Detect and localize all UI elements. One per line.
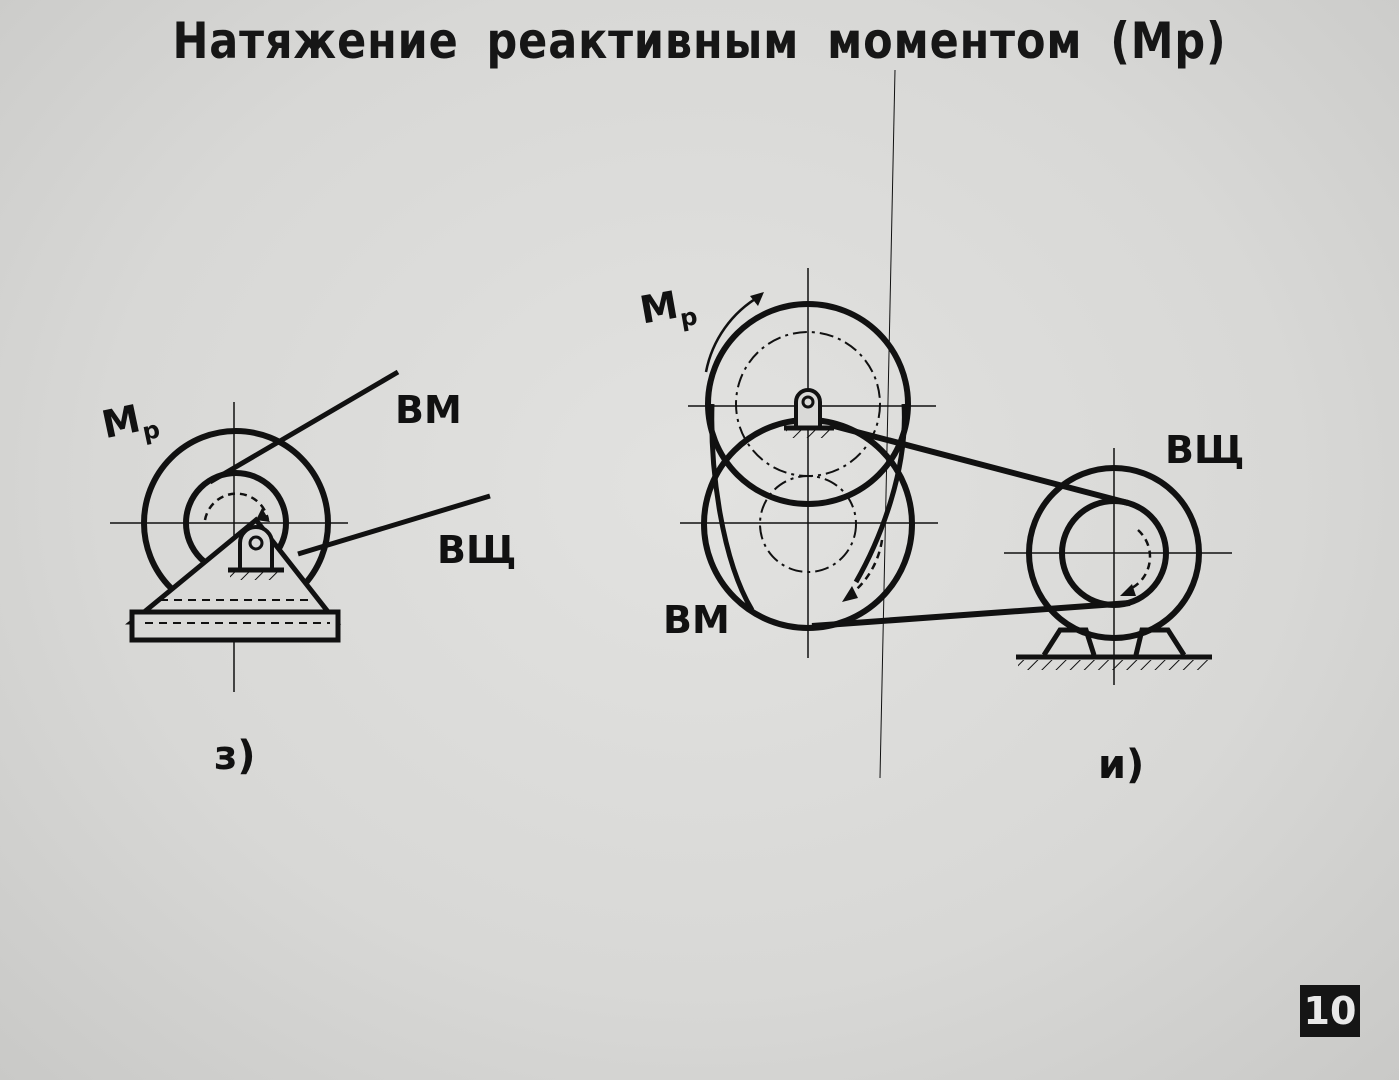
belt-loop-i [709, 403, 907, 612]
slide-title: Натяжение реактивным моментом (Мр) [172, 12, 1227, 70]
moment-arrow-i [704, 294, 761, 373]
vm-dashed-i [759, 475, 857, 573]
label-vm-z: ВМ [395, 388, 462, 432]
stand-base-z [129, 609, 341, 643]
moment-label-i: Мр [636, 280, 700, 333]
caption-z: з) [214, 733, 256, 779]
label-vshch-i: ВЩ [1165, 428, 1245, 472]
diagram-z [110, 369, 491, 692]
label-vm-i: ВМ [663, 598, 730, 642]
thread-bottom-i [811, 600, 1131, 629]
vshch-base-i [1041, 627, 1187, 657]
centerlines-i [680, 69, 1232, 779]
thread-vm-z [208, 369, 400, 485]
vshch-inner-i [1059, 498, 1169, 608]
page-number-badge: 10 [1300, 985, 1360, 1037]
moment-symbol-z: М [98, 396, 145, 448]
vshch-outer-i [1026, 465, 1202, 641]
thread-top-i [833, 423, 1129, 506]
caption-i: и) [1098, 742, 1145, 788]
moment-symbol-i: М [636, 282, 682, 333]
upper-disc-i [705, 301, 911, 507]
diagram-i [680, 69, 1232, 779]
thread-vshch-z [297, 493, 491, 557]
vshch-rotation-i [1127, 529, 1152, 592]
rotation-arc-z [203, 492, 270, 521]
label-vshch-z: ВЩ [437, 528, 517, 572]
